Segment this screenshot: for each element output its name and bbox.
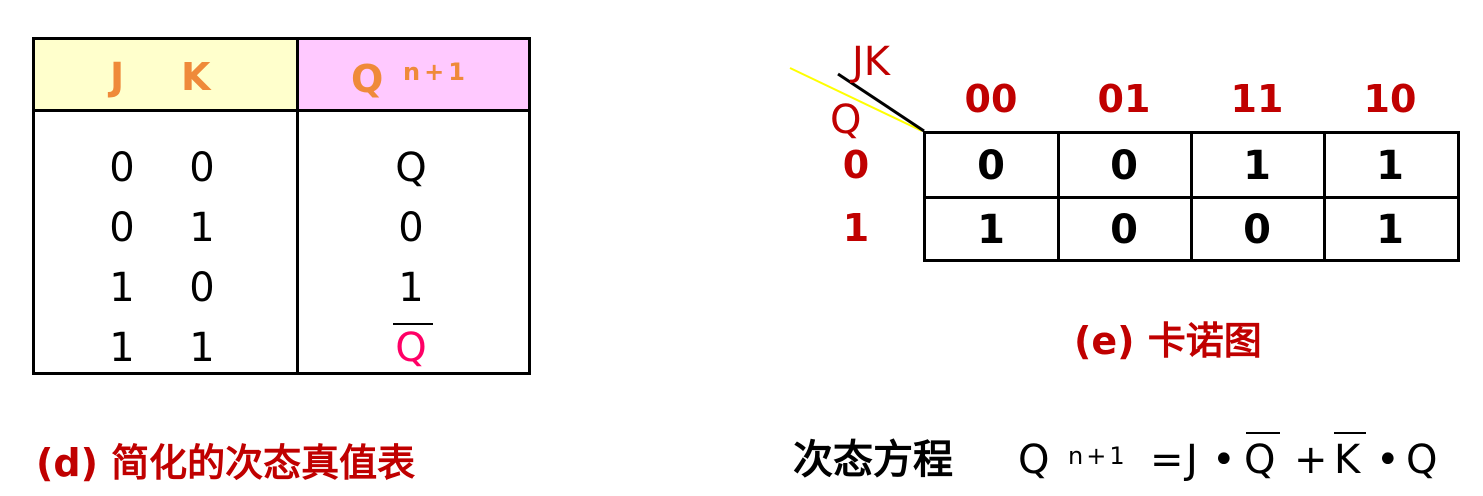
kmap-row-variable: Q [830,97,862,143]
kmap-col-label-10: 10 [1363,77,1417,121]
kmap-row-label-0: 0 [842,143,870,187]
row-3-k: 0 [189,265,215,311]
equation-term-q-complement: Q [1244,437,1276,483]
row-3-q: 1 [398,265,424,311]
header-k: K [181,55,211,99]
kmap-cell-q1-jk00: 1 [977,207,1005,253]
equation-dot: • [1212,437,1236,483]
equation-dot: • [1376,437,1400,483]
equation-term-k-complement: K [1334,437,1361,483]
kmap-row-label-1: 1 [842,206,870,250]
kmap-cell-q0-jk11: 1 [1243,143,1271,189]
column-divider [296,112,299,372]
row-1-k: 0 [189,145,215,191]
kmap-grid: 0 0 1 1 1 0 0 1 [923,131,1460,262]
truth-table: J K Q n+1 0 0 Q 0 1 0 1 0 1 1 1 Q [32,37,531,375]
equation-plus: + [1294,437,1328,483]
equation-k-overbar [1334,432,1366,434]
kmap-cell-q1-jk01: 0 [1110,207,1138,253]
row-2-k: 1 [189,205,215,251]
row-4-j: 1 [109,325,135,371]
equation-q-overbar [1246,432,1280,434]
equation-equals: = [1150,437,1184,483]
kmap-col-label-00: 00 [964,77,1018,121]
kmap-cell-q0-jk00: 0 [977,143,1005,189]
equation-label: 次态方程 [793,437,953,483]
header-q: Q [351,57,384,101]
kmap-col-variable: JK [852,39,891,85]
row-3-j: 1 [109,265,135,311]
row-2-j: 0 [109,205,135,251]
kmap-cell-q1-jk11: 0 [1243,207,1271,253]
row-1-j: 0 [109,145,135,191]
row-4-overbar [393,323,433,325]
row-4-k: 1 [189,325,215,371]
equation-term-j: J [1186,437,1198,483]
kmap-col-label-01: 01 [1097,77,1151,121]
header-jk-cell: J K [35,40,299,112]
kmap-cell-q0-jk10: 1 [1376,143,1404,189]
kmap-divider [926,196,1457,199]
equation-lhs: Q [1018,437,1050,483]
header-q-superscript: n+1 [403,58,469,86]
equation-term-q: Q [1406,437,1438,483]
kmap-col-label-11: 11 [1230,77,1284,121]
row-1-q: Q [395,145,427,191]
truth-table-caption: (d) 简化的次态真值表 [36,441,416,485]
row-2-q: 0 [398,205,424,251]
kmap-caption: (e) 卡诺图 [1074,319,1262,363]
row-4-q-complement: Q [395,325,427,371]
equation-lhs-superscript: n+1 [1068,442,1128,470]
header-j: J [110,55,125,99]
kmap-cell-q1-jk10: 1 [1376,207,1404,253]
kmap-cell-q0-jk01: 0 [1110,143,1138,189]
header-q-cell: Q n+1 [299,40,528,112]
